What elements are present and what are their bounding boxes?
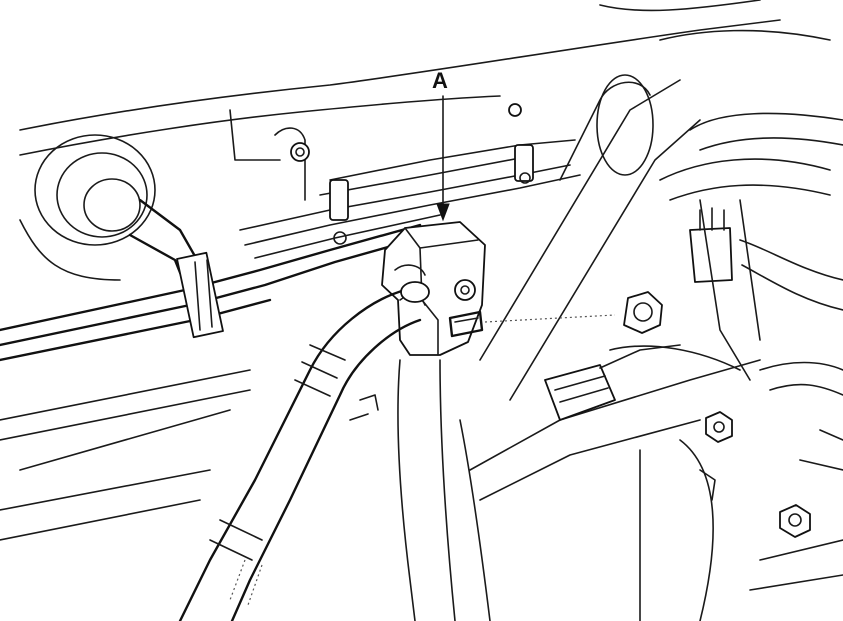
component-a-block [381, 221, 486, 356]
electrical-connector [544, 344, 681, 421]
nut-detail [484, 291, 663, 334]
body-panel [19, 0, 831, 201]
lower-frame [0, 369, 251, 541]
callout-label-a: A [432, 68, 448, 93]
callout-a-arrow [436, 95, 450, 222]
flexible-hose [178, 281, 430, 621]
lower-right-bracket [639, 411, 843, 621]
left-drum-assembly [19, 134, 202, 287]
brake-lines-bundle [0, 103, 581, 362]
strut-column [469, 74, 761, 501]
right-assembly [609, 112, 843, 396]
lower-hose [397, 359, 491, 621]
